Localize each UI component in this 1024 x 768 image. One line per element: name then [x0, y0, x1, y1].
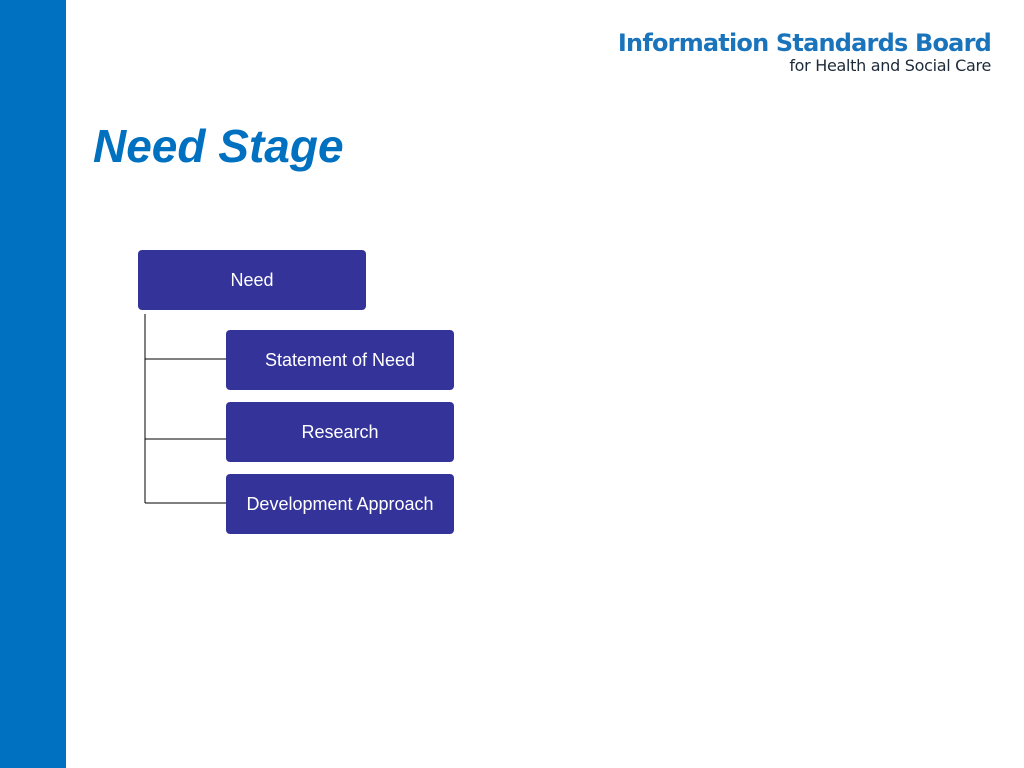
logo: Information Standards Board for Health a…: [617, 29, 992, 75]
diagram-node-statement-of-need: Statement of Need: [226, 330, 454, 390]
side-accent-bar: [0, 0, 66, 768]
logo-subtitle: for Health and Social Care: [789, 56, 991, 75]
logo-title: Information Standards Board: [617, 29, 992, 57]
diagram-node-development-approach: Development Approach: [226, 474, 454, 534]
slide-title: Need Stage: [93, 120, 344, 172]
diagram-node-need: Need: [138, 250, 366, 310]
diagram-node-research: Research: [226, 402, 454, 462]
